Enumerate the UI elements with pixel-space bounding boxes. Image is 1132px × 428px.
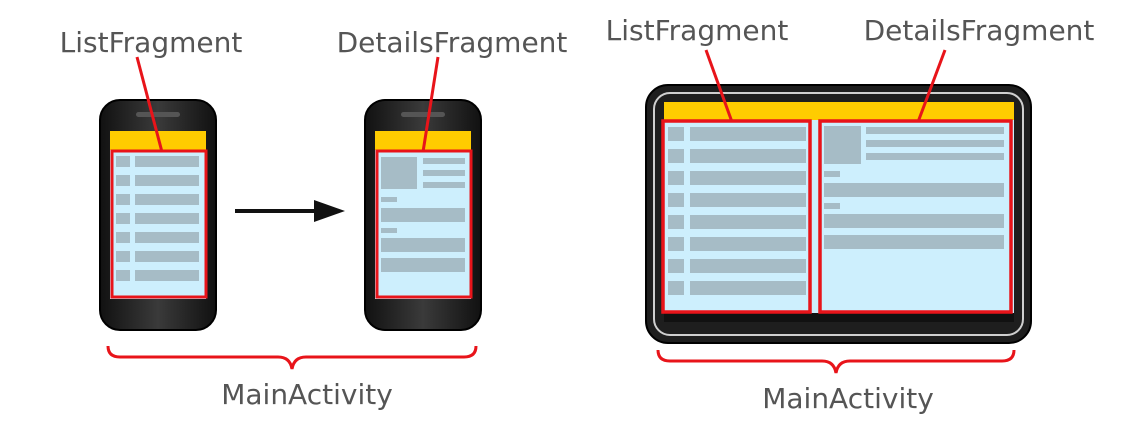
details-image (824, 126, 861, 164)
details-line (866, 153, 1004, 160)
right-activity-brace (656, 349, 1016, 374)
list-fragment-highlight (661, 119, 812, 314)
list-row-icon (116, 213, 130, 224)
pointer-left-details (421, 56, 440, 153)
list-row-icon (668, 281, 684, 295)
list-row-icon (668, 127, 684, 141)
details-fragment-highlight (818, 119, 1013, 314)
label-left-details-fragment: DetailsFragment (337, 26, 568, 59)
list-row-icon (116, 251, 130, 262)
label-left-main-activity: MainActivity (221, 378, 393, 411)
tablet (645, 84, 1032, 344)
details-content (381, 157, 465, 272)
tablet-list-rows (668, 127, 806, 295)
phone-list (99, 99, 217, 331)
pointer-left-list (135, 56, 164, 153)
list-row-icon (116, 194, 130, 205)
list-fragment-highlight (110, 149, 208, 299)
list-row-icon (116, 156, 130, 167)
details-line (866, 140, 1004, 147)
list-row-icon (116, 270, 130, 281)
details-line (824, 171, 840, 177)
list-row (135, 213, 199, 224)
details-line (824, 203, 840, 209)
list-row (135, 270, 199, 281)
label-right-list-fragment: ListFragment (606, 14, 789, 47)
details-block (824, 235, 1004, 249)
label-left-list-fragment: ListFragment (60, 26, 243, 59)
list-row-icon (668, 149, 684, 163)
list-row (135, 194, 199, 205)
details-block (381, 208, 465, 222)
details-block (824, 183, 1004, 197)
list-rows (116, 156, 199, 281)
pointer-right-list (704, 49, 734, 123)
list-row-icon (668, 193, 684, 207)
details-image (381, 157, 417, 189)
list-row-icon (668, 237, 684, 251)
list-row (135, 251, 199, 262)
list-row (690, 281, 806, 295)
details-line (423, 158, 465, 164)
list-row-icon (116, 232, 130, 243)
details-line (423, 170, 465, 176)
tablet-bottom-bar (664, 313, 1014, 322)
list-row-icon (116, 175, 130, 186)
phone-speaker (401, 112, 445, 117)
action-bar (664, 102, 1014, 120)
details-line (381, 197, 397, 202)
list-row (690, 259, 806, 273)
list-row (135, 232, 199, 243)
list-row (690, 171, 806, 185)
details-block (824, 214, 1004, 228)
action-bar (375, 131, 471, 150)
pointer-lines (135, 49, 947, 153)
right-arrow-icon (235, 200, 345, 222)
pointer-right-details (916, 49, 947, 123)
list-row (690, 127, 806, 141)
list-row-icon (668, 259, 684, 273)
details-line (866, 127, 1004, 134)
list-row (135, 175, 199, 186)
details-line (381, 228, 397, 233)
details-line (423, 182, 465, 188)
label-right-main-activity: MainActivity (762, 382, 934, 415)
tablet-details-content (824, 126, 1004, 249)
list-row-icon (668, 215, 684, 229)
list-row (690, 237, 806, 251)
list-row-icon (668, 171, 684, 185)
phone-details (364, 99, 482, 331)
list-row (690, 149, 806, 163)
phone-speaker (136, 112, 180, 117)
label-right-details-fragment: DetailsFragment (864, 14, 1095, 47)
tablet-bezel-inner (653, 92, 1024, 336)
details-block (381, 258, 465, 272)
list-row (135, 156, 199, 167)
list-row (690, 193, 806, 207)
list-row (690, 215, 806, 229)
left-activity-brace (106, 345, 478, 370)
details-block (381, 238, 465, 252)
